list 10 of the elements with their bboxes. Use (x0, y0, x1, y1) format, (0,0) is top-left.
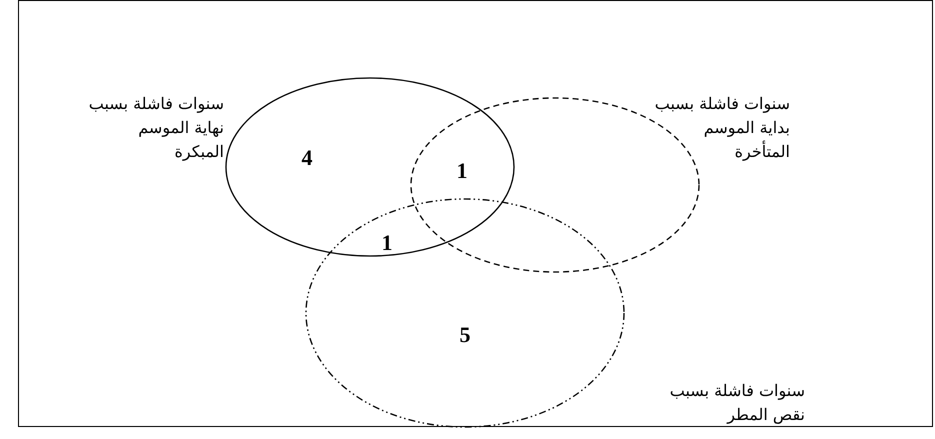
region-count: 1 (456, 160, 468, 182)
venn-ellipse (225, 77, 515, 257)
venn-ellipse (410, 97, 700, 273)
region-count: 1 (382, 232, 392, 254)
set-caption: سنوات فاشلة بسبب نقص المطر (668, 380, 805, 426)
set-caption: سنوات فاشلة بسبب بداية الموسم المتأخرة (654, 93, 790, 163)
region-count: 4 (302, 147, 312, 169)
region-count: 5 (460, 324, 470, 346)
venn-ellipse (305, 198, 625, 428)
set-caption: سنوات فاشلة بسبب نهاية الموسم المبكرة (88, 93, 224, 163)
